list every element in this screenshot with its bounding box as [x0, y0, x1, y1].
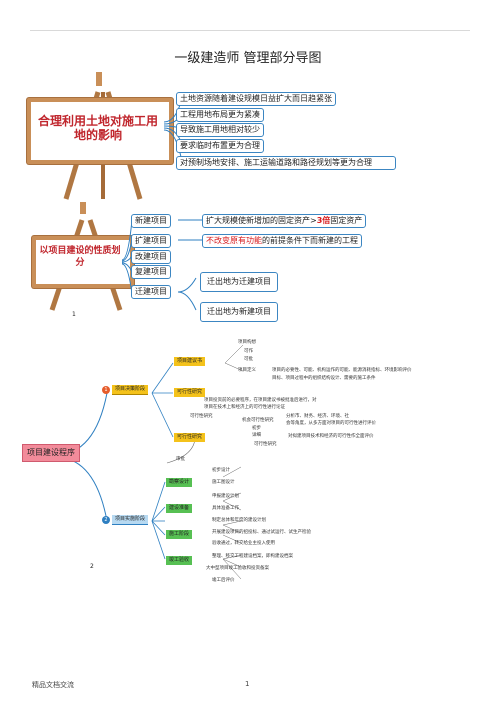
proposal-note-1: 项目的必要性、可能、机构运作的可能、能源消耗指标、环境影响评价 — [272, 368, 412, 373]
fs-label: 可行性研究 — [190, 414, 213, 419]
land-item-5: 对预制场地安排、施工运输道路和路径规划等更为合理 — [176, 156, 396, 170]
land-item-4: 要求临时布置更为合理 — [176, 139, 264, 153]
section2-mark: 1 — [72, 311, 76, 318]
expand-desc: 不改变原有功能的前提条件下而新建的工程 — [202, 234, 362, 248]
fs-right-1: 分析市、财务、经济、环境、社 — [286, 414, 349, 419]
badge-1: 1 — [102, 386, 110, 394]
fs-child-a: 机会可行性研究 — [242, 418, 274, 423]
new-desc: 扩大规模使新增加的固定资产>3倍固定资产 — [202, 214, 367, 228]
prep-item-1: 申报建设计划 — [212, 494, 239, 499]
new-desc-suffix: 固定资产 — [330, 216, 363, 225]
badge-2: 2 — [102, 516, 110, 524]
nature-rebuild: 改建项目 — [131, 250, 171, 264]
impl-stage: 项目实施阶段 — [112, 515, 149, 525]
fs-note-2: 项目在技术上和经济上的可行性进行论证 — [204, 405, 285, 410]
new-desc-highlight: 3倍 — [316, 216, 331, 225]
construct-item-1: 开展建设项目的招投标、通过试运行、试生产检验 — [212, 530, 311, 535]
fs-bottom: 可行性研究 — [254, 442, 277, 447]
approval: 审批 — [176, 457, 185, 462]
design-item-1: 初步设计 — [212, 468, 230, 473]
nature-restore: 复建项目 — [131, 265, 171, 279]
fs-right-2: 会等角度，从多方面对项目的可行性进行评价 — [286, 421, 376, 426]
connector-2b — [178, 219, 202, 311]
acceptance-item-2: 大中型项目竣工验收和投资备案 — [206, 566, 269, 571]
section3-mark: 2 — [90, 563, 94, 570]
expand-desc-suffix: 的前提条件下而新建的工程 — [262, 236, 358, 245]
fs-child-c: 详细 — [252, 433, 261, 438]
design-item-2: 施工图设计 — [212, 480, 235, 485]
land-item-2: 工程用地布局更为紧凑 — [176, 108, 264, 122]
design-stage: 勘察设计 — [166, 478, 193, 487]
root-node: 项目建设程序 — [22, 444, 80, 462]
construct-item-2: 验收通过，转交给业主投入使用 — [212, 541, 275, 546]
page-title: 一级建造师 管理部分导图 — [174, 51, 322, 66]
proposal-node: 项目建议书 — [174, 357, 206, 366]
land-item-3: 导致施工用地相对较少 — [176, 123, 264, 137]
fs-node-2: 可行性研究 — [174, 433, 206, 442]
prep-item-3: 制定总体和年度的建设计划 — [212, 518, 266, 523]
proposal-child-2: 可作 — [244, 349, 253, 354]
footer-page-number: 1 — [245, 680, 250, 688]
new-desc-prefix: 扩大规模使新增加的固定资产> — [206, 216, 317, 225]
fs-node-1: 可行性研究 — [174, 388, 206, 397]
construct-stage: 施工阶段 — [166, 530, 193, 539]
board-2-title: 以项目建设的性质划分 — [39, 246, 121, 268]
land-item-1: 土地资源随着建设规模日益扩大而日趋紧张 — [176, 92, 336, 106]
board-2 — [32, 236, 134, 288]
prep-stage: 建设准备 — [166, 504, 193, 513]
acceptance-item-1: 整理、移交工程建设档案，即构建设档案 — [212, 554, 293, 559]
proposal-child-3: 可批 — [244, 357, 253, 362]
procedure-lines — [55, 344, 244, 580]
prep-item-2: 具体准备工作 — [212, 506, 239, 511]
relocate-out: 迁出地为迁建项目 — [200, 272, 278, 292]
fs-far-right: 对拟建项目技术和经济的可行性作全面评价 — [288, 434, 374, 439]
relocate-new: 迁出地为新建项目 — [200, 302, 278, 322]
board-1 — [27, 98, 173, 164]
acceptance-stage: 竣工验收 — [166, 556, 193, 565]
board-1-title: 合理利用土地对施工用地的影响 — [37, 114, 158, 142]
decision-stage: 项目决策阶段 — [112, 385, 149, 395]
fs-child-b: 初步 — [252, 426, 261, 431]
acceptance-item-3: 竣工后评价 — [212, 578, 235, 583]
fs-note-1: 项目投资前的必要程序，在项目建议书被批准后进行，对 — [204, 398, 317, 403]
proposal-note-2: 目标、项目过程中的组织结构设计、需要的施工条件 — [272, 376, 376, 381]
proposal-child-4: 项目定义 — [238, 368, 256, 373]
nature-relocate: 迁建项目 — [131, 285, 171, 299]
proposal-child-1: 项目构想 — [238, 340, 256, 345]
header-rule — [30, 30, 470, 31]
expand-desc-highlight: 不改变原有功能 — [206, 236, 262, 245]
nature-expand: 扩建项目 — [131, 234, 171, 248]
footer-left: 精品文档交流 — [32, 681, 74, 689]
nature-new: 新建项目 — [131, 214, 171, 228]
